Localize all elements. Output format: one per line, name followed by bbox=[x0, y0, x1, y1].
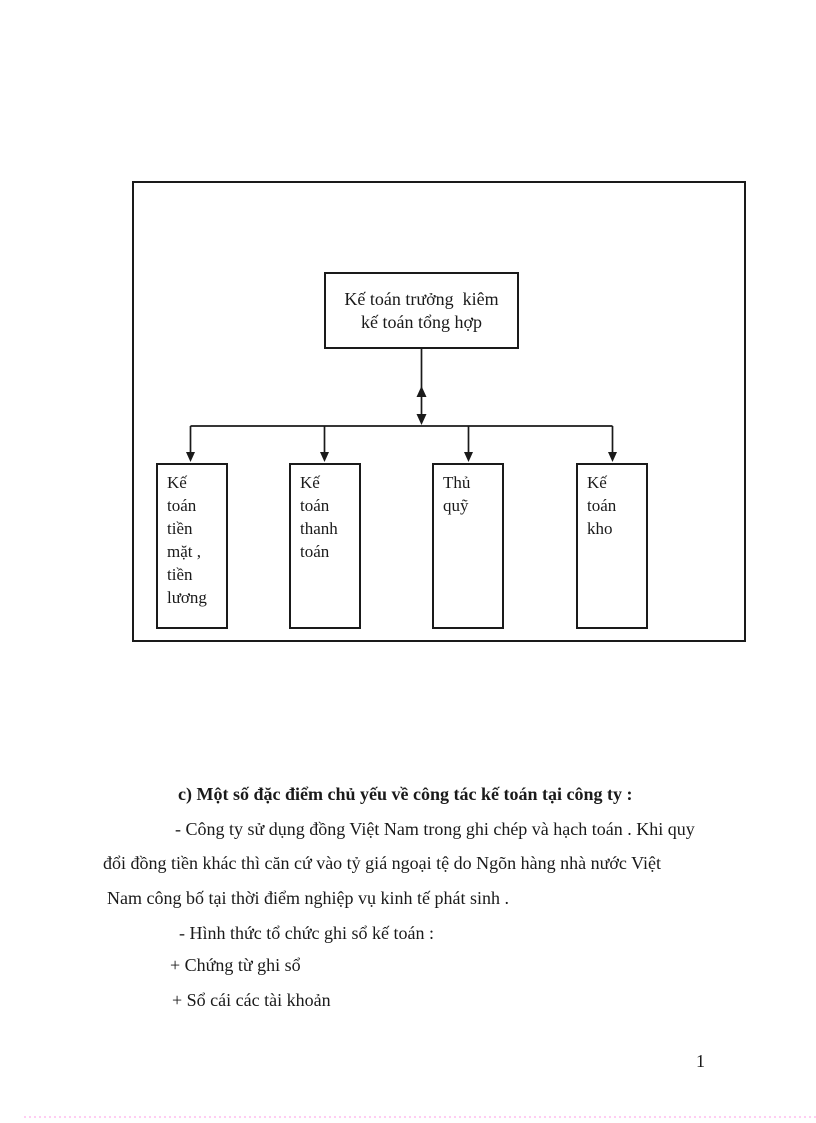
org-box-text-line: Kế bbox=[167, 473, 187, 492]
list-item-line: + Chứng từ ghi sổ bbox=[170, 955, 301, 975]
org-box-text-line: thanh bbox=[300, 519, 338, 538]
org-box-treasurer: Thủ quỹ bbox=[432, 463, 504, 629]
org-box-text-line: Kế toán trưởng kiêm bbox=[344, 288, 499, 309]
list-item-line: + Sổ cái các tài khoản bbox=[172, 990, 331, 1010]
org-box-text-line: lương bbox=[167, 588, 207, 607]
paragraph-line: - Hình thức tổ chức ghi sổ kế toán : bbox=[179, 923, 434, 943]
org-box-text-line: toán bbox=[300, 542, 330, 561]
org-box-text-line: kế toán tổng hợp bbox=[361, 311, 482, 332]
org-box-warehouse-accounting: Kế toán kho bbox=[576, 463, 648, 629]
org-box-text-line: toán bbox=[300, 496, 330, 515]
paragraph-line: đổi đồng tiền khác thì căn cứ vào tỷ giá… bbox=[103, 853, 661, 873]
section-heading: c) Một số đặc điểm chủ yếu về công tác k… bbox=[178, 784, 633, 804]
page-number: 1 bbox=[696, 1051, 705, 1071]
org-box-text-line: mặt , bbox=[167, 542, 201, 561]
org-box-text-line: Thủ bbox=[443, 473, 471, 492]
org-box-text-line: toán bbox=[167, 496, 197, 515]
org-box-text-line: Kế bbox=[300, 473, 320, 492]
org-box-text-line: Kế bbox=[587, 473, 607, 492]
org-box-text-line: kho bbox=[587, 519, 613, 538]
page-separator-dots bbox=[24, 1116, 816, 1118]
org-box-cash-payroll-accounting: Kế toán tiền mặt , tiền lương bbox=[156, 463, 228, 629]
org-box-text-line: toán bbox=[587, 496, 617, 515]
org-box-chief-accountant: Kế toán trưởng kiêm kế toán tổng hợp bbox=[324, 272, 519, 349]
org-box-text-line: tiền bbox=[167, 565, 193, 584]
org-box-text-line: quỹ bbox=[443, 496, 469, 515]
paragraph-line: Nam công bố tại thời điểm nghiệp vụ kinh… bbox=[107, 888, 509, 908]
org-box-text-line: tiền bbox=[167, 519, 193, 538]
org-box-payment-accounting: Kế toán thanh toán bbox=[289, 463, 361, 629]
paragraph-line: - Công ty sử dụng đồng Việt Nam trong gh… bbox=[175, 819, 695, 839]
